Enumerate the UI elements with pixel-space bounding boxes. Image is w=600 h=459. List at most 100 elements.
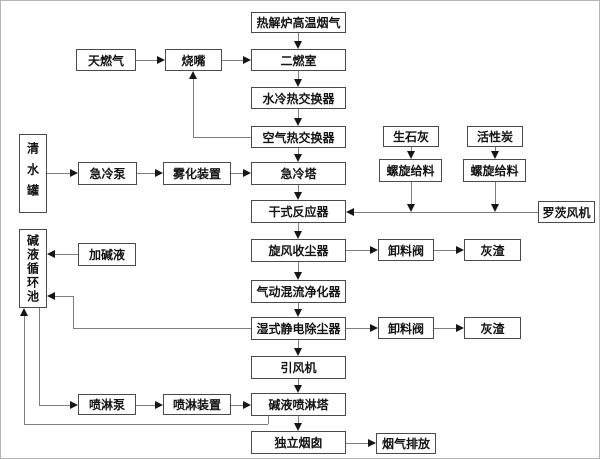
connector-line xyxy=(495,147,496,151)
node-quicklime: 生石灰 xyxy=(383,126,439,147)
connector-line xyxy=(47,173,70,174)
connector-line xyxy=(298,185,299,192)
node-wet-esp: 湿式静电除尘器 xyxy=(251,317,346,340)
arrowhead-icon xyxy=(294,154,302,162)
connector-line xyxy=(24,316,25,424)
arrowhead-icon xyxy=(407,204,415,212)
arrowhead-icon xyxy=(294,231,302,239)
node-water-cooled-heat-exchanger: 水冷热交换器 xyxy=(251,87,346,109)
node-pyrolysis-flue-gas: 热解炉高温烟气 xyxy=(251,12,346,33)
connector-line xyxy=(73,296,74,328)
connector-line xyxy=(434,250,456,251)
node-burner: 烧嘴 xyxy=(165,49,222,71)
arrowhead-icon xyxy=(294,348,302,356)
connector-line xyxy=(193,79,194,137)
connector-line xyxy=(231,173,243,174)
node-secondary-combustion-chamber: 二燃室 xyxy=(251,49,346,71)
node-cyclone-dust-collector: 旋风收尘器 xyxy=(251,239,346,262)
node-quench-tower: 急冷塔 xyxy=(251,162,346,185)
node-activated-carbon: 活性炭 xyxy=(467,126,523,147)
connector-line xyxy=(193,137,251,138)
connector-line xyxy=(137,173,155,174)
arrowhead-icon xyxy=(346,208,354,216)
connector-line xyxy=(39,308,40,405)
node-ash-residue-2: 灰渣 xyxy=(464,317,521,339)
node-clean-water-tank: 清水罐 xyxy=(19,134,47,213)
node-spray-pump: 喷淋泵 xyxy=(78,394,136,415)
node-atomizing-device: 雾化装置 xyxy=(163,162,231,185)
connector-line xyxy=(298,416,299,423)
node-air-heat-exchanger: 空气热交换器 xyxy=(251,126,346,148)
arrowhead-icon xyxy=(243,169,251,177)
arrowhead-icon xyxy=(47,250,55,258)
connector-line xyxy=(346,328,370,329)
connector-line xyxy=(411,182,412,204)
arrowhead-icon xyxy=(294,423,302,431)
node-roots-blower: 罗茨风机 xyxy=(538,201,595,223)
connector-line xyxy=(495,182,496,204)
arrowhead-icon xyxy=(407,151,415,159)
node-spray-device: 喷淋装置 xyxy=(163,394,231,415)
connector-line xyxy=(231,405,243,406)
connector-line xyxy=(346,443,368,444)
arrowhead-icon xyxy=(20,308,28,316)
connector-line xyxy=(298,262,299,272)
node-ash-residue-1: 灰渣 xyxy=(464,239,521,261)
arrowhead-icon xyxy=(456,324,464,332)
connector-line xyxy=(298,340,299,348)
arrowhead-icon xyxy=(456,246,464,254)
node-discharge-valve-2: 卸料阀 xyxy=(378,317,434,339)
arrowhead-icon xyxy=(491,204,499,212)
arrowhead-icon xyxy=(294,385,302,393)
connector-line xyxy=(24,424,268,425)
connector-line xyxy=(222,60,243,61)
connector-line xyxy=(298,71,299,79)
connector-line xyxy=(298,223,299,231)
node-discharge-valve-1: 卸料阀 xyxy=(378,239,434,261)
connector-line xyxy=(136,405,155,406)
node-dry-reactor: 干式反应器 xyxy=(251,200,346,223)
node-alkali-circulation-pool: 碱液循环池 xyxy=(19,229,47,308)
arrowhead-icon xyxy=(47,292,55,300)
node-screw-feeder-lime: 螺旋给料 xyxy=(379,159,442,182)
arrowhead-icon xyxy=(368,439,376,447)
arrowhead-icon xyxy=(243,401,251,409)
connector-line xyxy=(55,296,73,297)
connector-line xyxy=(55,254,78,255)
node-flue-gas-emission: 烟气排放 xyxy=(376,433,436,454)
node-pneumatic-mixed-flow-purifier: 气动混流净化器 xyxy=(251,280,346,303)
connector-line xyxy=(298,33,299,41)
arrowhead-icon xyxy=(294,118,302,126)
connector-line xyxy=(39,405,70,406)
arrowhead-icon xyxy=(294,272,302,280)
arrowhead-icon xyxy=(294,41,302,49)
arrowhead-icon xyxy=(294,79,302,87)
connector-line xyxy=(73,328,251,329)
node-quench-pump: 急冷泵 xyxy=(78,162,137,185)
connector-line xyxy=(354,212,538,213)
arrowhead-icon xyxy=(370,246,378,254)
node-natural-gas: 天燃气 xyxy=(76,49,136,71)
arrowhead-icon xyxy=(370,324,378,332)
connector-line xyxy=(346,250,370,251)
connector-line xyxy=(434,328,456,329)
node-screw-feeder-carbon: 螺旋给料 xyxy=(463,159,526,182)
connector-line xyxy=(136,60,157,61)
node-alkali-spray-tower: 碱液喷淋塔 xyxy=(251,393,346,416)
arrowhead-icon xyxy=(294,309,302,317)
connector-line xyxy=(411,147,412,151)
connector-line xyxy=(298,379,299,385)
connector-line xyxy=(298,109,299,118)
arrowhead-icon xyxy=(70,169,78,177)
arrowhead-icon xyxy=(491,151,499,159)
arrowhead-icon xyxy=(243,56,251,64)
node-induced-draft-fan: 引风机 xyxy=(251,356,346,379)
arrowhead-icon xyxy=(189,71,197,79)
arrowhead-icon xyxy=(155,169,163,177)
arrowhead-icon xyxy=(157,56,165,64)
arrowhead-icon xyxy=(70,401,78,409)
connector-line xyxy=(298,303,299,309)
connector-line xyxy=(298,148,299,154)
node-independent-chimney: 独立烟囱 xyxy=(251,431,346,454)
